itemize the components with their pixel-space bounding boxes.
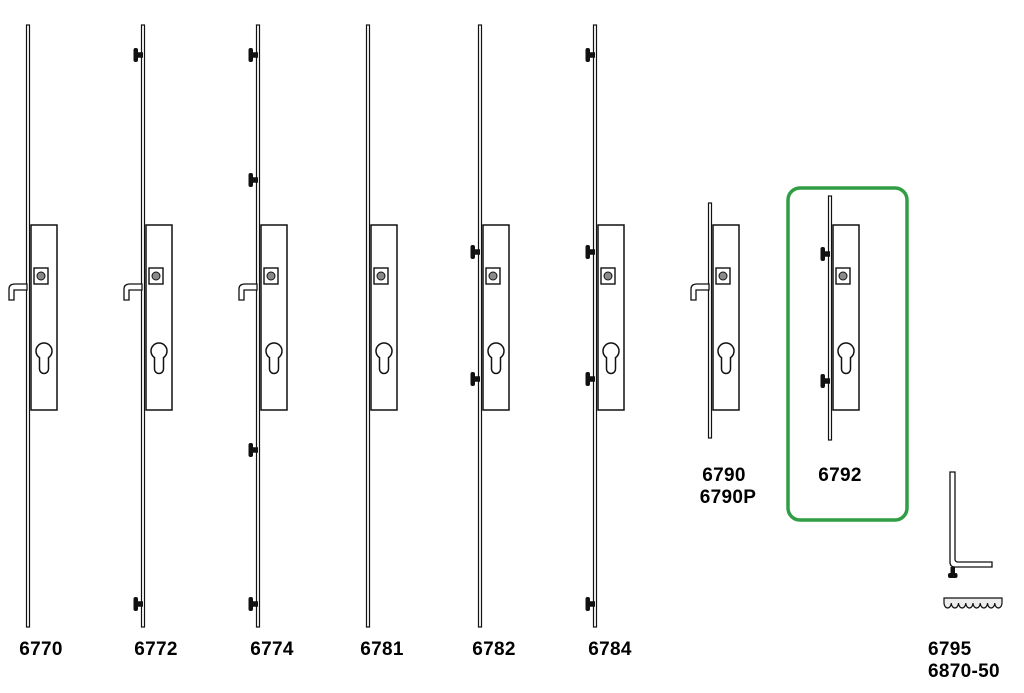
roller-cam [133,597,138,611]
corner-pin-stem [950,567,955,573]
euro-cylinder-hole [35,342,53,375]
label-6782: 6782 [472,639,516,660]
roller-stem [589,376,595,382]
roller-cam [820,374,825,388]
follower-hole [151,271,161,281]
roller-stem [474,376,480,382]
roller-stem [137,52,143,58]
lock-case [832,224,860,411]
follower-hole [603,271,613,281]
roller-stem [252,447,258,453]
euro-cylinder-hole [837,342,855,375]
lock-6772-drawing [123,24,173,628]
roller-cam [470,245,475,259]
striker-strip-6870-50 [943,597,1003,609]
label-6781: 6781 [360,639,404,660]
roller-cam [585,597,590,611]
roller-stem [589,249,595,255]
faceplate-rail [25,24,31,628]
hook-bolt [690,283,710,301]
label-6790p: 6790P [699,487,757,508]
faceplate-rail [592,24,598,628]
lock-case [482,224,510,411]
follower-hole [838,271,848,281]
lock-case [145,224,173,411]
roller-stem [252,601,258,607]
roller-stem [474,249,480,255]
follower-hole [376,271,386,281]
lock-6782-drawing [470,24,510,628]
lock-case [260,224,288,411]
lock-6781-drawing [365,24,398,628]
roller-stem [589,52,595,58]
roller-cam [585,372,590,386]
faceplate-rail [477,24,483,628]
follower-hole [36,271,46,281]
lock-case [597,224,625,411]
roller-cam [470,372,475,386]
roller-cam [248,173,253,187]
roller-cam [248,48,253,62]
euro-cylinder-hole [717,342,735,375]
euro-cylinder-hole [150,342,168,375]
roller-cam [820,247,825,261]
lock-6790-drawing [690,202,740,439]
label-6774: 6774 [250,639,294,660]
follower-hole [718,271,728,281]
lock-6784-drawing [585,24,625,628]
label-6772: 6772 [134,639,178,660]
roller-stem [137,601,143,607]
roller-stem [252,177,258,183]
faceplate-rail [140,24,146,628]
faceplate-rail [365,24,371,628]
euro-cylinder-hole [375,342,393,375]
roller-cam [248,597,253,611]
lock-6792-drawing [820,195,860,441]
lock-6770-drawing [8,24,58,628]
lock-6774-drawing [238,24,288,628]
corner-pin-cap [948,573,958,578]
label-6870-50: 6870-50 [928,661,1000,682]
label-6790: 6790 [702,465,746,486]
euro-cylinder-hole [602,342,620,375]
roller-stem [252,52,258,58]
euro-cylinder-hole [265,342,283,375]
roller-cam [133,48,138,62]
hook-bolt [8,283,28,301]
follower-hole [488,271,498,281]
label-6792: 6792 [818,465,862,486]
euro-cylinder-hole [487,342,505,375]
faceplate-rail [707,202,713,439]
hook-bolt [123,283,143,301]
roller-stem [824,251,830,257]
highlight-box-6792 [786,186,909,522]
label-6770: 6770 [19,639,63,660]
roller-stem [589,601,595,607]
label-6784: 6784 [588,639,632,660]
label-6795: 6795 [928,639,972,660]
lock-case [712,224,740,411]
follower-hole [266,271,276,281]
faceplate-rail [255,24,261,628]
roller-cam [585,48,590,62]
roller-cam [585,245,590,259]
hook-bolt [238,283,258,301]
lock-case [370,224,398,411]
lock-case [30,224,58,411]
roller-stem [824,378,830,384]
roller-cam [248,443,253,457]
faceplate-rail [827,195,833,441]
corner-guide-6795 [949,471,993,568]
